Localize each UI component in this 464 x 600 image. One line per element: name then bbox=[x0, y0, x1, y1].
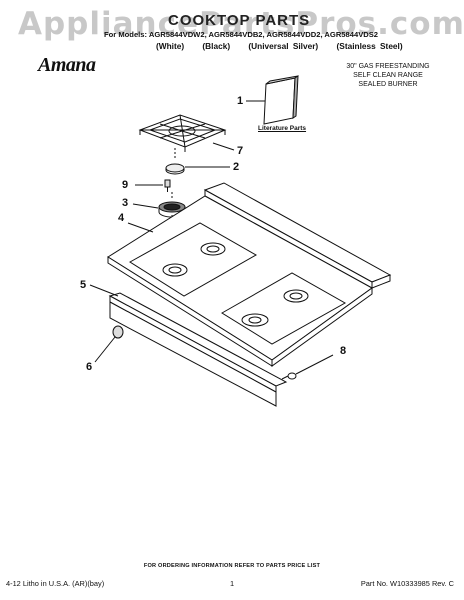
burner-grate bbox=[138, 114, 227, 152]
igniter bbox=[164, 179, 171, 192]
callout-8: 8 bbox=[340, 345, 347, 357]
burner-cap bbox=[165, 163, 185, 175]
burner-well bbox=[283, 289, 309, 303]
brand-logo: Amana bbox=[38, 54, 96, 76]
burner-base bbox=[158, 201, 186, 218]
range-description: 30" GAS FREESTANDING SELF CLEAN RANGE SE… bbox=[328, 62, 448, 89]
range-line: SELF CLEAN RANGE bbox=[353, 72, 423, 79]
burner-well bbox=[200, 242, 226, 256]
callout-7: 7 bbox=[237, 145, 244, 157]
callout-3: 3 bbox=[122, 197, 129, 209]
literature-label: Literature Parts bbox=[258, 125, 307, 132]
callout-6: 6 bbox=[86, 361, 93, 373]
watermark: AppliancePartsPros.com bbox=[18, 6, 464, 42]
range-line: SEALED BURNER bbox=[358, 81, 418, 88]
variant-silver: (Universal Silver) bbox=[248, 41, 319, 51]
literature-booklet bbox=[263, 75, 299, 125]
screw bbox=[281, 372, 297, 380]
litho-note: 4-12 Litho in U.S.A. (AR)(bay) bbox=[6, 579, 105, 588]
callout-4: 4 bbox=[118, 212, 125, 224]
variant-white: (White) bbox=[156, 41, 185, 51]
callout-1: 1 bbox=[237, 95, 244, 107]
page-title: COOKTOP PARTS bbox=[168, 12, 311, 29]
part-number: Part No. W10333985 Rev. C bbox=[360, 579, 454, 588]
burner-well bbox=[162, 263, 188, 277]
ordering-note: FOR ORDERING INFORMATION REFER TO PARTS … bbox=[143, 563, 321, 569]
color-variants: (White) (Black) (Universal Silver) (Stai… bbox=[156, 41, 417, 51]
control-knob bbox=[112, 325, 124, 339]
callout-5: 5 bbox=[80, 279, 87, 291]
callout-2: 2 bbox=[233, 161, 240, 173]
manifold-panel bbox=[108, 292, 288, 407]
variant-stainless: (Stainless Steel) bbox=[336, 41, 403, 51]
callout-9: 9 bbox=[122, 179, 129, 191]
variant-black: (Black) bbox=[202, 41, 231, 51]
burner-well bbox=[241, 313, 269, 327]
range-line: 30" GAS FREESTANDING bbox=[346, 63, 430, 70]
page-number: 1 bbox=[230, 579, 235, 588]
cooktop-panel bbox=[107, 182, 392, 367]
models-line: For Models: AGR5844VDW2, AGR5844VDB2, AG… bbox=[104, 30, 379, 39]
